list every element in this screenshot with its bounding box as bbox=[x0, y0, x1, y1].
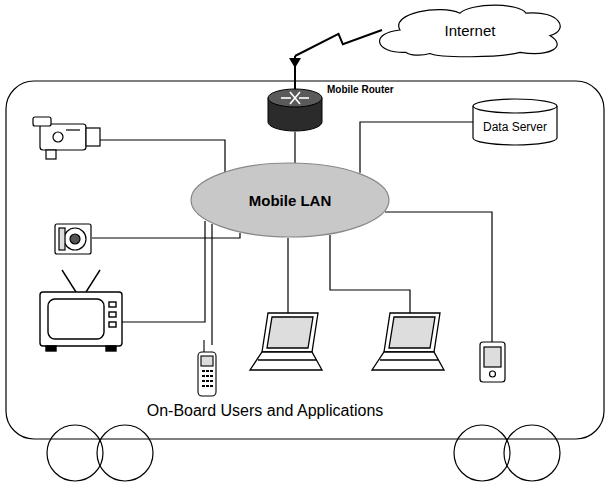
laptop-icon bbox=[372, 313, 444, 370]
wire bbox=[287, 238, 288, 313]
speaker-icon bbox=[55, 224, 91, 254]
router-node-outline bbox=[267, 56, 323, 132]
laptop-icon bbox=[250, 313, 322, 370]
wheel bbox=[97, 425, 153, 481]
node-label: On-Board Users and Applications bbox=[147, 402, 384, 420]
data-server-node: Data Server bbox=[472, 98, 558, 146]
link-line bbox=[294, 132, 295, 163]
train-body: On-Board Users and Applications Mobile Ro… bbox=[5, 80, 605, 440]
phone-icon bbox=[198, 340, 216, 396]
wheel bbox=[47, 425, 103, 481]
router-icon bbox=[268, 56, 322, 131]
node-label: Internet bbox=[445, 22, 496, 39]
router-node: Mobile Router bbox=[267, 56, 323, 132]
wire bbox=[211, 224, 212, 345]
wireless-link bbox=[295, 30, 382, 56]
cylinder-top bbox=[473, 99, 557, 113]
wire bbox=[330, 235, 410, 313]
wire bbox=[122, 221, 205, 322]
cloud-shape bbox=[380, 5, 561, 57]
tv-icon bbox=[40, 270, 122, 351]
wheel bbox=[504, 425, 560, 481]
lan-shape bbox=[191, 163, 389, 237]
pda-icon bbox=[480, 342, 505, 382]
lan-ellipse: Mobile LAN bbox=[190, 162, 390, 238]
wire bbox=[92, 233, 240, 238]
wheel bbox=[454, 425, 510, 481]
node-label: Mobile Router bbox=[327, 84, 394, 95]
wire bbox=[100, 140, 225, 172]
node-label: Data Server bbox=[483, 110, 547, 134]
train-outline bbox=[6, 81, 604, 439]
camcorder-icon bbox=[33, 117, 100, 159]
node-label: Mobile LAN bbox=[249, 192, 332, 209]
cloud-node: Internet bbox=[370, 2, 570, 58]
link-line bbox=[360, 122, 473, 173]
